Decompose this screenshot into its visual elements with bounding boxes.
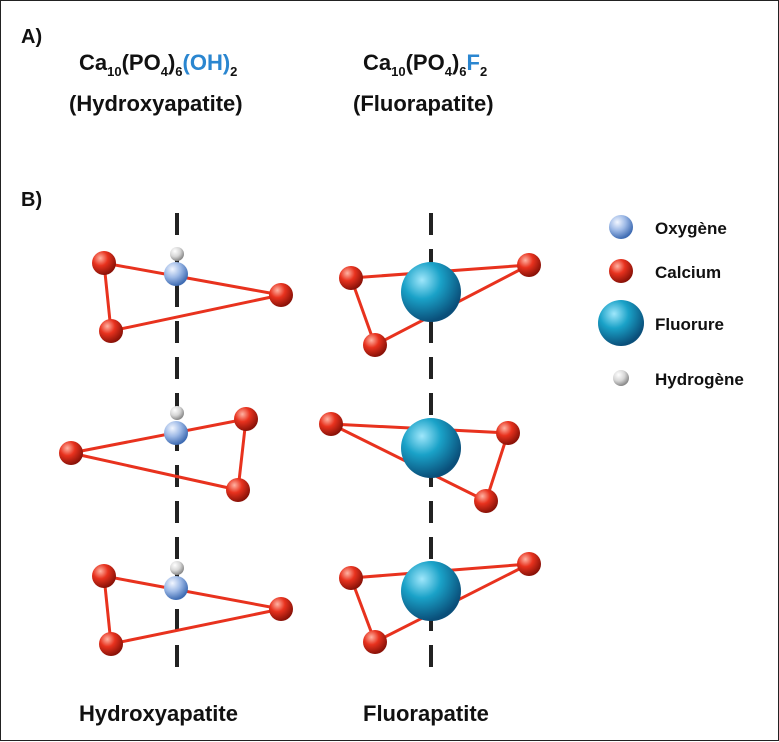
fluoride-atom [401,262,461,322]
calcium-atom [59,441,83,465]
calcium-atom [99,632,123,656]
legend: Oxygène Calcium Fluorure Hydrogène [598,215,744,389]
fluorapatite-unit-1 [339,253,541,357]
hydroxyl-group: (OH) [183,50,231,75]
formula-hydroxyapatite: Ca10(PO4)6(OH)2 [79,50,237,79]
fluoride-atom-icon [598,300,644,346]
fluorapatite-unit-3 [339,552,541,654]
calcium-atom [339,266,363,290]
calcium-atom [363,333,387,357]
fluoride-group: F [467,50,480,75]
hydrogen-atom-icon [613,370,629,386]
hydroxyapatite-unit-2 [59,406,258,502]
hydrogen-atom [170,561,184,575]
hydrogen-atom [170,406,184,420]
calcium-atom [363,630,387,654]
calcium-atom-icon [609,259,633,283]
legend-label-oxygen: Oxygène [655,219,727,238]
hydroxyapatite-unit-3 [92,561,293,656]
calcium-atom [226,478,250,502]
caption-fluorapatite: Fluorapatite [363,701,489,726]
oxygen-atom [164,421,188,445]
fluorapatite-unit-2 [319,412,520,513]
oxygen-atom-icon [609,215,633,239]
calcium-atom [269,597,293,621]
name-hydroxyapatite: (Hydroxyapatite) [69,91,243,116]
calcium-atom [496,421,520,445]
hydrogen-atom [170,247,184,261]
caption-hydroxyapatite: Hydroxyapatite [79,701,238,726]
oxygen-atom [164,262,188,286]
calcium-atom [517,253,541,277]
calcium-atom [517,552,541,576]
oxygen-atom [164,576,188,600]
panel-b-label: B) [21,189,42,211]
calcium-atom [92,251,116,275]
fluoride-atom [401,418,461,478]
fluoride-atom [401,561,461,621]
calcium-atom [99,319,123,343]
panel-a-label: A) [21,26,42,48]
calcium-atom [92,564,116,588]
calcium-atom [234,407,258,431]
calcium-atom [269,283,293,307]
calcium-atom [339,566,363,590]
legend-label-calcium: Calcium [655,263,721,282]
formula-fluorapatite: Ca10(PO4)6F2 [363,50,487,79]
calcium-atom [319,412,343,436]
legend-label-fluoride: Fluorure [655,315,724,334]
legend-label-hydrogen: Hydrogène [655,370,744,389]
calcium-atom [474,489,498,513]
name-fluorapatite: (Fluorapatite) [353,91,494,116]
hydroxyapatite-unit-1 [92,247,293,343]
